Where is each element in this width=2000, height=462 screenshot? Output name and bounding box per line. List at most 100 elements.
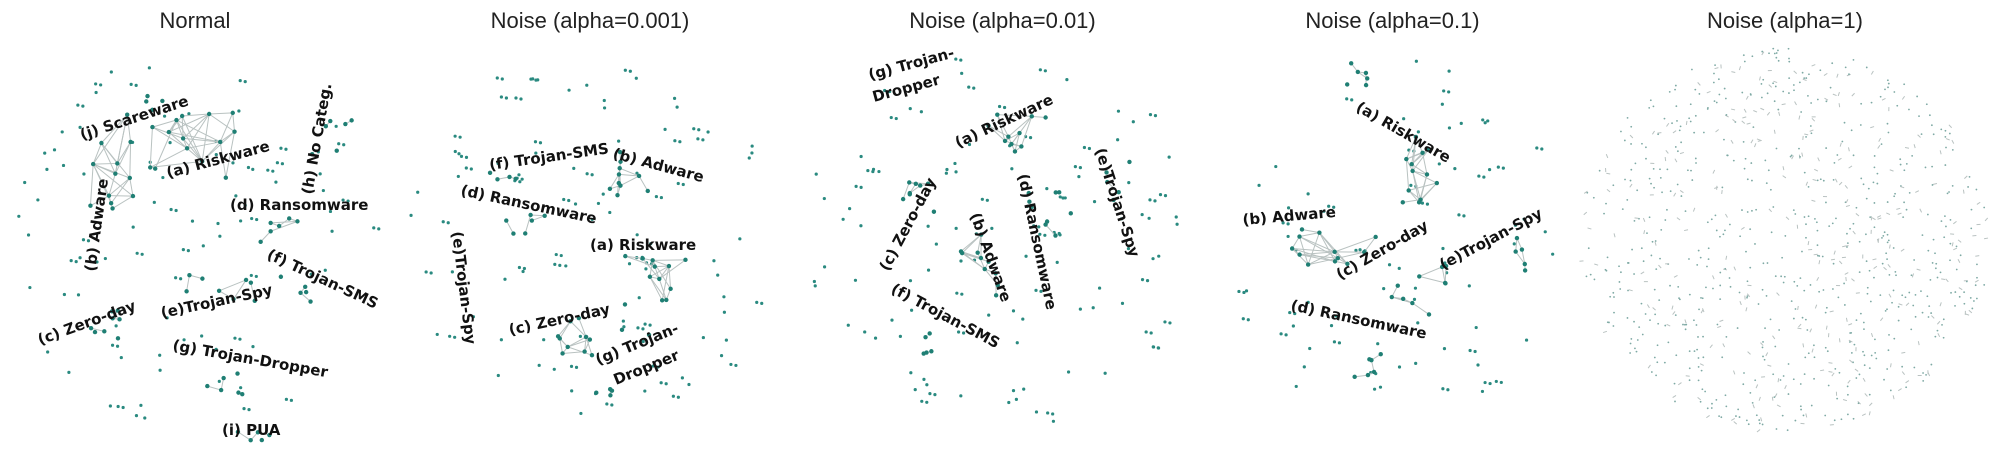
node bbox=[248, 280, 254, 285]
node bbox=[1775, 428, 1778, 430]
edge bbox=[1714, 186, 1719, 189]
node bbox=[1824, 346, 1827, 349]
cluster-trojan-dropper bbox=[205, 371, 245, 397]
edge bbox=[1767, 364, 1772, 367]
node bbox=[1613, 296, 1615, 298]
edge bbox=[1805, 181, 1809, 186]
node bbox=[1629, 179, 1632, 182]
node bbox=[1496, 165, 1500, 169]
node bbox=[1012, 149, 1018, 154]
node bbox=[1931, 165, 1934, 168]
edge bbox=[1746, 122, 1751, 125]
graph-noise-01: (a) Riskware (b) Adware (c) Zero-day (e)… bbox=[1237, 59, 1555, 394]
node bbox=[652, 264, 657, 269]
node bbox=[26, 233, 31, 237]
node bbox=[1905, 208, 1908, 211]
node bbox=[1758, 419, 1761, 421]
edge bbox=[1756, 429, 1761, 433]
node bbox=[1899, 158, 1902, 161]
node bbox=[1010, 167, 1014, 171]
edge bbox=[570, 320, 587, 338]
node bbox=[1834, 367, 1837, 370]
cluster-scareware bbox=[144, 93, 165, 113]
edge bbox=[232, 112, 236, 132]
node bbox=[1650, 182, 1652, 185]
node bbox=[1827, 384, 1830, 387]
edge bbox=[661, 265, 670, 301]
edge bbox=[1757, 139, 1762, 142]
cluster-riskware bbox=[986, 112, 1048, 154]
node bbox=[1976, 263, 1978, 266]
node bbox=[1755, 414, 1758, 417]
node bbox=[722, 295, 726, 299]
edge bbox=[1740, 226, 1745, 230]
node bbox=[1034, 410, 1039, 414]
cluster-pua bbox=[235, 429, 272, 443]
node bbox=[1513, 249, 1518, 254]
edge bbox=[183, 137, 221, 143]
node bbox=[962, 331, 966, 335]
edge bbox=[1319, 232, 1348, 265]
node bbox=[1657, 133, 1660, 136]
node bbox=[1242, 290, 1246, 295]
node bbox=[993, 271, 998, 276]
edge bbox=[1900, 186, 1905, 189]
node bbox=[559, 253, 563, 258]
node bbox=[267, 432, 272, 438]
edge bbox=[1673, 274, 1678, 278]
node bbox=[1043, 222, 1048, 227]
node bbox=[1799, 277, 1802, 280]
edge bbox=[1809, 129, 1814, 132]
node bbox=[1783, 275, 1786, 278]
node bbox=[1865, 197, 1868, 200]
node bbox=[641, 327, 645, 331]
cluster-trojan-spy bbox=[1104, 159, 1132, 203]
node bbox=[1593, 278, 1596, 281]
edge bbox=[1715, 129, 1719, 133]
node bbox=[1770, 231, 1773, 234]
node bbox=[36, 198, 40, 202]
node bbox=[1365, 372, 1371, 378]
node bbox=[1051, 412, 1055, 416]
node bbox=[1908, 108, 1910, 111]
node bbox=[1880, 143, 1883, 146]
edge bbox=[1776, 292, 1780, 296]
node bbox=[608, 210, 612, 215]
node bbox=[1944, 129, 1947, 132]
node bbox=[659, 195, 663, 200]
edge bbox=[207, 385, 222, 391]
node bbox=[60, 130, 64, 134]
node bbox=[909, 308, 914, 312]
edge bbox=[625, 255, 655, 268]
node bbox=[594, 390, 599, 395]
node bbox=[1078, 166, 1082, 170]
edge bbox=[1881, 97, 1886, 101]
node bbox=[1932, 133, 1935, 136]
node bbox=[1819, 69, 1822, 72]
node bbox=[1887, 131, 1890, 134]
node bbox=[1281, 221, 1285, 225]
node bbox=[1971, 307, 1974, 310]
edge bbox=[218, 290, 234, 300]
edge bbox=[1855, 213, 1860, 217]
node bbox=[1888, 273, 1891, 276]
node bbox=[187, 112, 191, 116]
node bbox=[1488, 381, 1492, 386]
node bbox=[268, 220, 273, 226]
edge bbox=[219, 112, 234, 143]
node bbox=[542, 213, 547, 218]
node bbox=[1862, 321, 1865, 324]
node bbox=[109, 309, 115, 314]
node bbox=[1781, 414, 1784, 417]
node bbox=[1540, 147, 1544, 151]
node bbox=[1457, 213, 1461, 217]
edge bbox=[1606, 172, 1611, 175]
edge bbox=[1721, 189, 1723, 195]
node bbox=[583, 334, 589, 340]
node bbox=[1925, 103, 1928, 106]
node bbox=[143, 416, 147, 420]
node bbox=[295, 219, 300, 224]
node bbox=[1806, 329, 1809, 331]
node bbox=[218, 139, 223, 145]
node bbox=[656, 365, 660, 369]
